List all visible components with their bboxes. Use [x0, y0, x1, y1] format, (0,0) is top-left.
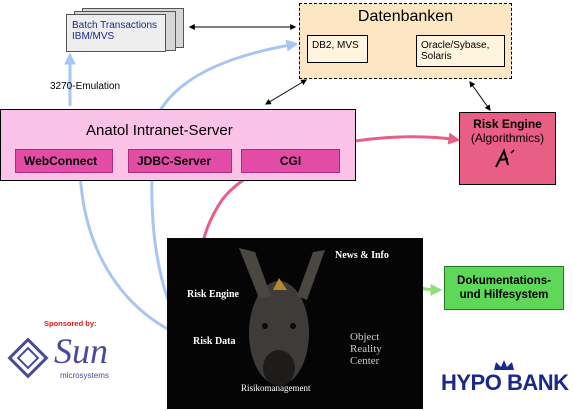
- risk-engine-photo-label: Risk Engine: [187, 289, 239, 300]
- oracle-box: Oracle/Sybase, Solaris: [416, 35, 505, 67]
- news-info-label: News & Info: [335, 250, 389, 261]
- orc-line3: Center: [350, 355, 380, 367]
- batch-card-front: Batch Transactions IBM/MVS: [66, 14, 166, 52]
- db2-box: DB2, MVS: [307, 35, 368, 63]
- hypo-bank-logo: HYPO BANK: [441, 370, 569, 396]
- intranet-title: Anatol Intranet-Server: [86, 122, 233, 139]
- orc-line1: Object: [350, 331, 380, 343]
- sponsor-label: Sponsored by:: [44, 319, 97, 328]
- batch-line1: Batch Transactions: [72, 20, 158, 31]
- doc-line2: und Hilfesystem: [459, 289, 549, 301]
- sun-logo: Sun microsystems: [6, 330, 130, 384]
- module-webconnect: WebConnect: [15, 149, 113, 173]
- object-reality-center-logo: Object Reality Center: [350, 331, 382, 367]
- risk-engine-title: Risk Engine: [473, 117, 542, 131]
- documentation-node: Dokumentations- und Hilfesystem: [444, 266, 564, 310]
- donkey-image: [239, 248, 325, 386]
- batch-line2: IBM/MVS: [72, 31, 115, 42]
- bank-crown-icon: [494, 360, 514, 370]
- emulation-label: 3270-Emulation: [50, 81, 121, 92]
- orc-line2: Reality: [350, 343, 382, 355]
- module-jdbc-label: JDBC-Server: [137, 154, 212, 168]
- photo-caption: Risikomanagement: [241, 383, 311, 393]
- intranet-server-node: Anatol Intranet-Server WebConnect JDBC-S…: [0, 109, 356, 181]
- sun-sub: microsystems: [60, 371, 109, 380]
- algorithmics-logo-icon: [494, 148, 515, 168]
- arrow-db-risk: [469, 81, 491, 111]
- sun-diamond-icon: [7, 337, 49, 379]
- doc-line1: Dokumentations-: [457, 275, 551, 287]
- db2-label: DB2, MVS: [312, 40, 359, 51]
- bank-name: HYPO BANK: [441, 370, 569, 395]
- risk-management-panel: News & Info Risk Engine Risk Data Object…: [167, 238, 423, 409]
- risk-engine-node: Risk Engine (Algorithmics): [459, 112, 556, 185]
- risk-data-label: Risk Data: [193, 336, 236, 347]
- risk-engine-subtitle: (Algorithmics): [470, 131, 545, 145]
- module-webconnect-label: WebConnect: [24, 154, 98, 168]
- module-cgi: CGI: [241, 149, 340, 173]
- sun-brand: Sun: [54, 331, 108, 371]
- module-jdbc-server: JDBC-Server: [128, 149, 232, 173]
- oracle-line1: Oracle/Sybase,: [421, 40, 490, 51]
- databases-title: Datenbanken: [357, 8, 454, 25]
- arrow-intranet-db: [264, 79, 308, 105]
- oracle-line2: Solaris: [421, 51, 452, 62]
- databases-node: Datenbanken DB2, MVS Oracle/Sybase, Sola…: [299, 3, 512, 79]
- module-cgi-label: CGI: [279, 154, 302, 168]
